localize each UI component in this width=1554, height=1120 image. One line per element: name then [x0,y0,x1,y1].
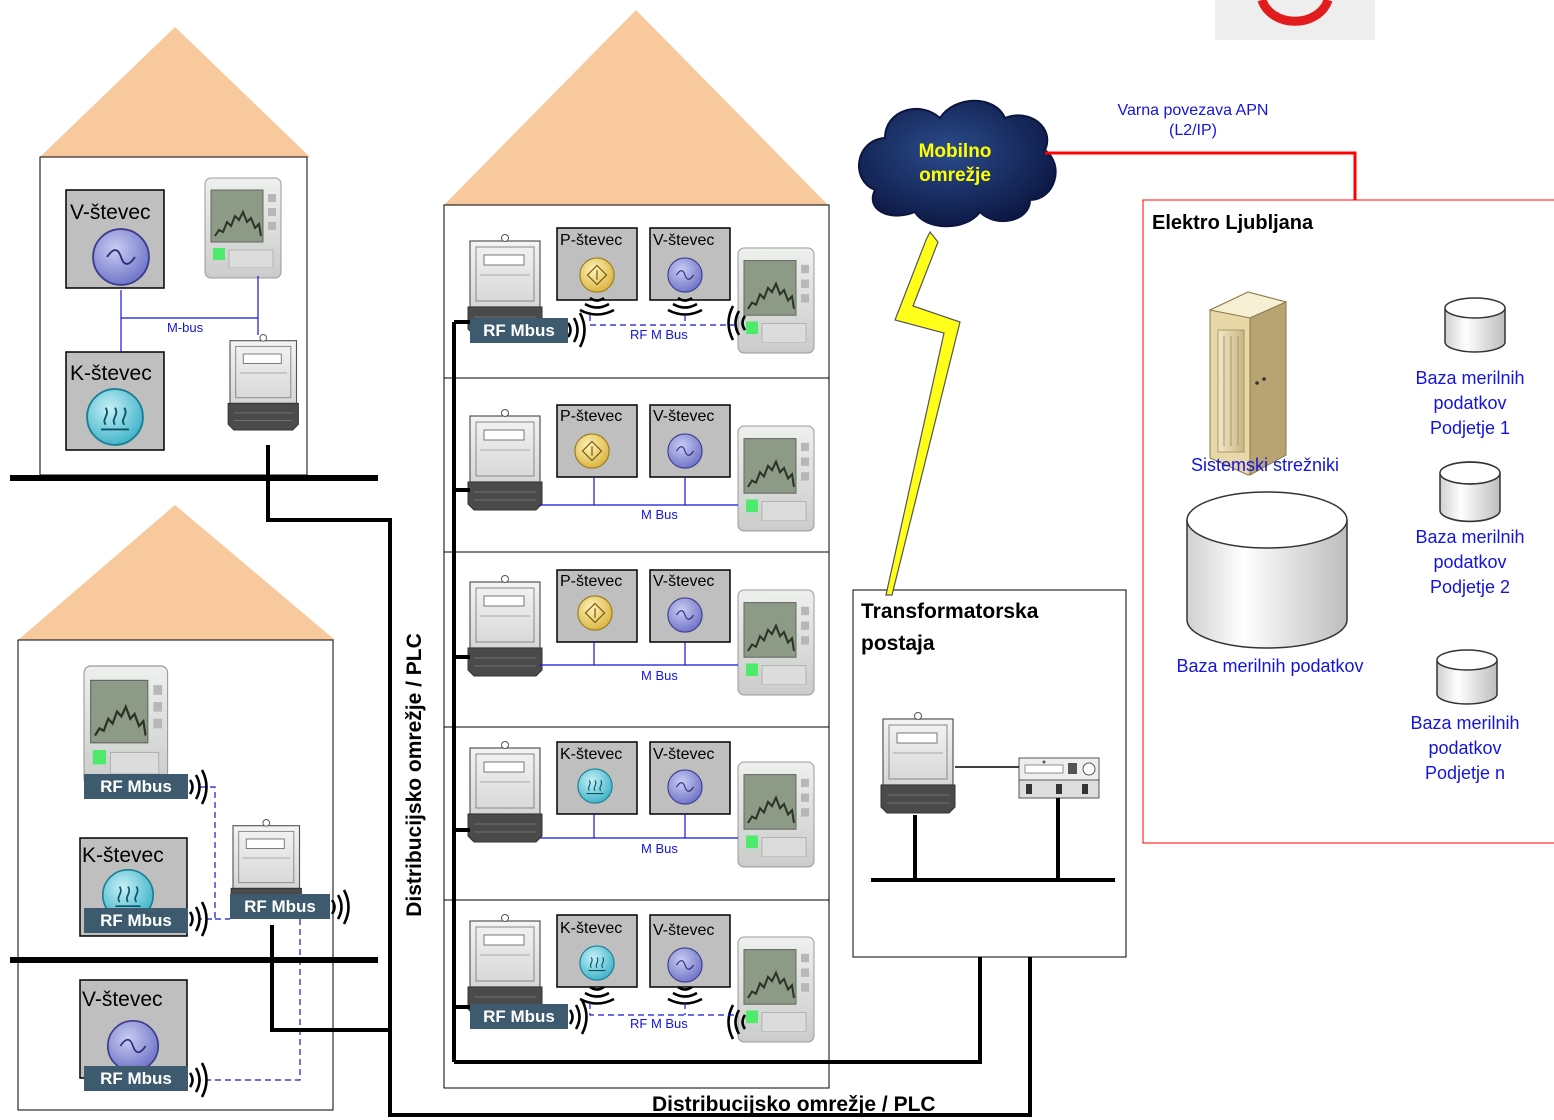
house-a-mbus-label: M-bus [167,320,204,335]
house-b-water-meter-label: V-števec [82,988,163,1011]
company-db-n-line3: Podjetje n [1424,763,1506,783]
house-a-roof [40,27,310,157]
company-db-1-label: Baza merilnih podatkov Podjetje 1 [1390,366,1550,441]
servers-label: Sistemski strežniki [1190,455,1340,475]
floor2-left-meter-label: P-števec [560,408,623,425]
house-a [39,27,310,476]
utility-title: Elektro Ljubljana [1152,212,1314,234]
transformer-station [852,589,1127,958]
house-a-water-meter-label: V-števec [70,201,151,224]
company-db-icon-2 [1439,461,1501,523]
company-db-1-line1: Baza merilnih [1415,368,1525,388]
in-home-display [204,177,282,279]
logo-fragment [1215,0,1375,40]
floor5-left-meter-label: K-števec [560,920,623,937]
secure-link-label: Varna povezava APN [1117,102,1269,119]
company-db-2-line3: Podjetje 2 [1429,577,1511,597]
floor1-bus-label: RF M Bus [630,327,688,342]
company-db-2-label: Baza merilnih podatkov Podjetje 2 [1390,525,1550,600]
company-db-icon-1 [1444,297,1506,353]
floor3-bus-label: M Bus [641,668,678,683]
company-db-1-line3: Podjetje 1 [1429,418,1511,438]
floor4-right-meter-label: V-števec [653,746,715,763]
company-db-n-label: Baza merilnih podatkov Podjetje n [1385,711,1545,786]
substation-title-1: Transformatorska [861,600,1039,623]
house-b-roof [18,505,335,640]
house-b-display-rf-badge: RF Mbus [84,774,188,799]
floor3-right-meter-label: V-števec [653,573,715,590]
house-b-heat-rf-badge: RF Mbus [84,908,188,933]
server-icon [1208,291,1288,476]
house-b-water-rf-badge: RF Mbus [84,1066,188,1091]
floor1-rf-badge: RF Mbus [470,318,568,343]
house-a-heat-meter-label: K-števec [70,362,152,385]
floor5-rf-badge: RF Mbus [470,1004,568,1029]
floor3-left-meter-label: P-števec [560,573,623,590]
main-database-icon [1186,491,1348,649]
substation-title-2: postaja [861,632,935,655]
company-db-1-line2: podatkov [1433,393,1507,413]
mobile-network-cloud [858,99,1057,228]
mobile-network-label-2: omrežje [919,165,991,186]
floor1-right-meter-label: V-števec [653,232,715,249]
mobile-network-label-1: Mobilno [918,141,992,162]
floor2-bus-label: M Bus [641,507,678,522]
secure-link-line [1045,151,1357,200]
house-b-heat-meter-label: K-števec [82,844,164,867]
secure-link-protocol-label: (L2/IP) [1168,122,1217,139]
company-db-2-line1: Baza merilnih [1415,527,1525,547]
lightning-link [885,230,961,596]
data-concentrator [1018,757,1100,799]
floor4-left-meter-label: K-števec [560,746,623,763]
floor1-left-meter-label: P-števec [560,232,623,249]
company-db-n-line1: Baza merilnih [1410,713,1520,733]
floor4-bus-label: M Bus [641,841,678,856]
apartment-building [443,10,830,1089]
electricity-meter [227,333,299,431]
company-db-2-line2: podatkov [1433,552,1507,572]
floor2-right-meter-label: V-števec [653,408,715,425]
distribution-network-vertical-label: Distribucijsko omrežje / PLC [403,633,426,917]
floor5-bus-label: RF M Bus [630,1016,688,1031]
building-roof [444,10,828,205]
distribution-network-bottom-label: Distribucijsko omrežje / PLC [652,1093,936,1116]
floor5-right-meter-label: V-števec [653,922,715,939]
utility-box [1142,199,1554,844]
main-db-label: Baza merilnih podatkov [1176,656,1364,676]
company-db-n-line2: podatkov [1428,738,1502,758]
house-b-emeter-rf-badge: RF Mbus [230,894,330,919]
house-b [17,505,350,1111]
company-db-icon-n [1436,649,1498,705]
